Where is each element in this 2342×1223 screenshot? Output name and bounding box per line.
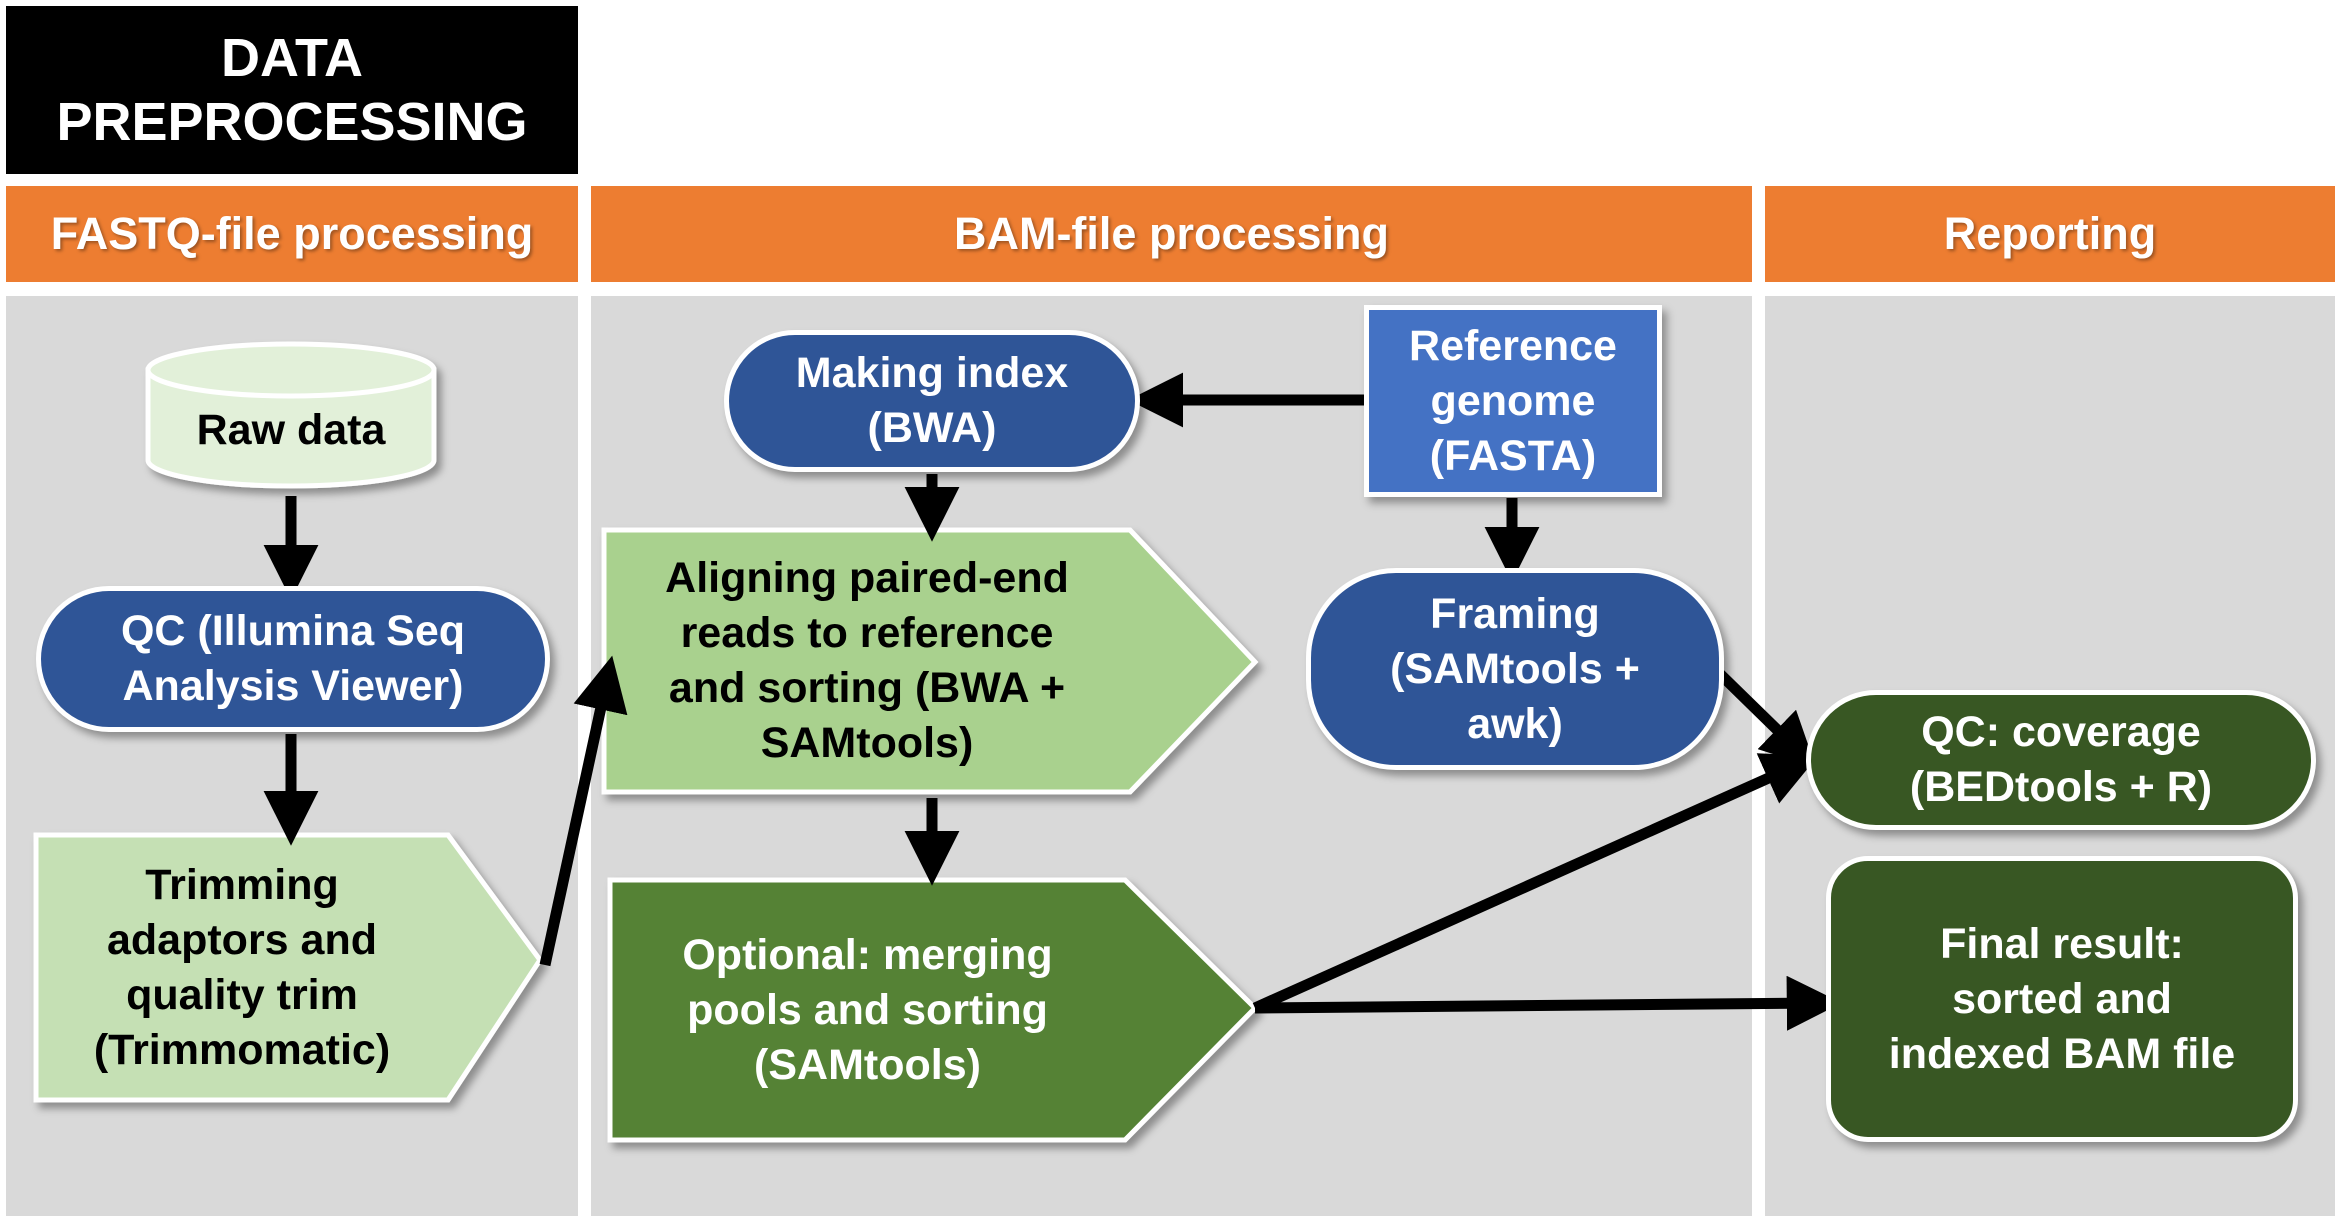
merging-node: Optional: merging pools and sorting (SAM… bbox=[610, 880, 1125, 1140]
making-index-node: Making index (BWA) bbox=[724, 330, 1140, 472]
merging-line-1: Optional: merging bbox=[682, 930, 1053, 979]
aligning-node: Aligning paired-end reads to reference a… bbox=[604, 530, 1130, 792]
aligning-line-3: and sorting (BWA + bbox=[668, 664, 1066, 712]
reference-genome-node: Reference genome (FASTA) bbox=[1364, 305, 1662, 497]
arrow-merge-to-qc bbox=[1252, 753, 1819, 1014]
raw-data-node: Raw data bbox=[148, 380, 434, 480]
merging-line-3: (SAMtools) bbox=[754, 1040, 981, 1089]
qc-coverage-line-1: QC: coverage bbox=[1921, 708, 2201, 756]
arrows bbox=[263, 372, 1842, 1031]
aligning-line-4: SAMtools) bbox=[760, 719, 974, 767]
aligning-line-2: reads to reference bbox=[680, 609, 1054, 657]
column-header-bam: BAM-file processing bbox=[591, 186, 1752, 282]
final-result-line-3: indexed BAM file bbox=[1888, 1029, 2236, 1078]
column-header-fastq: FASTQ-file processing bbox=[6, 186, 578, 282]
trimming-line-2: adaptors and bbox=[107, 915, 377, 964]
framing-line-3: awk) bbox=[1467, 699, 1563, 748]
trimming-line-3: quality trim bbox=[126, 970, 358, 1019]
reference-genome-line-1: Reference bbox=[1409, 321, 1617, 370]
raw-data-cylinder bbox=[145, 341, 437, 489]
qc-coverage-node: QC: coverage (BEDtools + R) bbox=[1806, 690, 2316, 830]
qc-illumina-line-1: QC (Illumina Seq bbox=[120, 607, 466, 655]
aligning-line-1: Aligning paired-end bbox=[665, 554, 1069, 602]
framing-line-1: Framing bbox=[1430, 589, 1600, 638]
framing-node: Framing (SAMtools + awk) bbox=[1306, 568, 1724, 770]
final-result-line-2: sorted and bbox=[1952, 974, 2172, 1023]
qc-coverage-line-2: (BEDtools + R) bbox=[1909, 763, 2213, 811]
final-result-line-1: Final result: bbox=[1940, 919, 2184, 968]
column-header-reporting: Reporting bbox=[1765, 186, 2335, 282]
arrow-trim-to-align bbox=[539, 655, 628, 967]
making-index-line-2: (BWA) bbox=[867, 404, 997, 452]
trimming-line-1: Trimming bbox=[145, 860, 339, 909]
aligning-pentagon bbox=[601, 527, 1259, 795]
qc-illumina-line-2: Analysis Viewer) bbox=[122, 662, 464, 710]
title-line-2: PREPROCESSING bbox=[56, 92, 528, 152]
trimming-node: Trimming adaptors and quality trim (Trim… bbox=[36, 835, 448, 1100]
arrow-merge-to-final bbox=[1254, 975, 1842, 1031]
qc-illumina-node: QC (Illumina Seq Analysis Viewer) bbox=[36, 586, 550, 732]
merging-line-2: pools and sorting bbox=[687, 985, 1048, 1034]
title-line-1: DATA bbox=[221, 28, 363, 88]
trimming-pentagon bbox=[33, 832, 544, 1103]
framing-line-2: (SAMtools + bbox=[1390, 644, 1640, 693]
final-result-node: Final result: sorted and indexed BAM fil… bbox=[1826, 856, 2298, 1142]
reference-genome-line-3: (FASTA) bbox=[1429, 431, 1597, 480]
reference-genome-line-2: genome bbox=[1430, 376, 1596, 425]
merging-pentagon bbox=[607, 877, 1259, 1143]
arrow-framing-to-qc bbox=[1714, 668, 1817, 768]
diagram-title: DATA PREPROCESSING bbox=[6, 6, 578, 174]
raw-data-label: Raw data bbox=[196, 405, 386, 454]
trimming-line-4: (Trimmomatic) bbox=[93, 1025, 391, 1074]
making-index-line-1: Making index bbox=[795, 349, 1069, 397]
